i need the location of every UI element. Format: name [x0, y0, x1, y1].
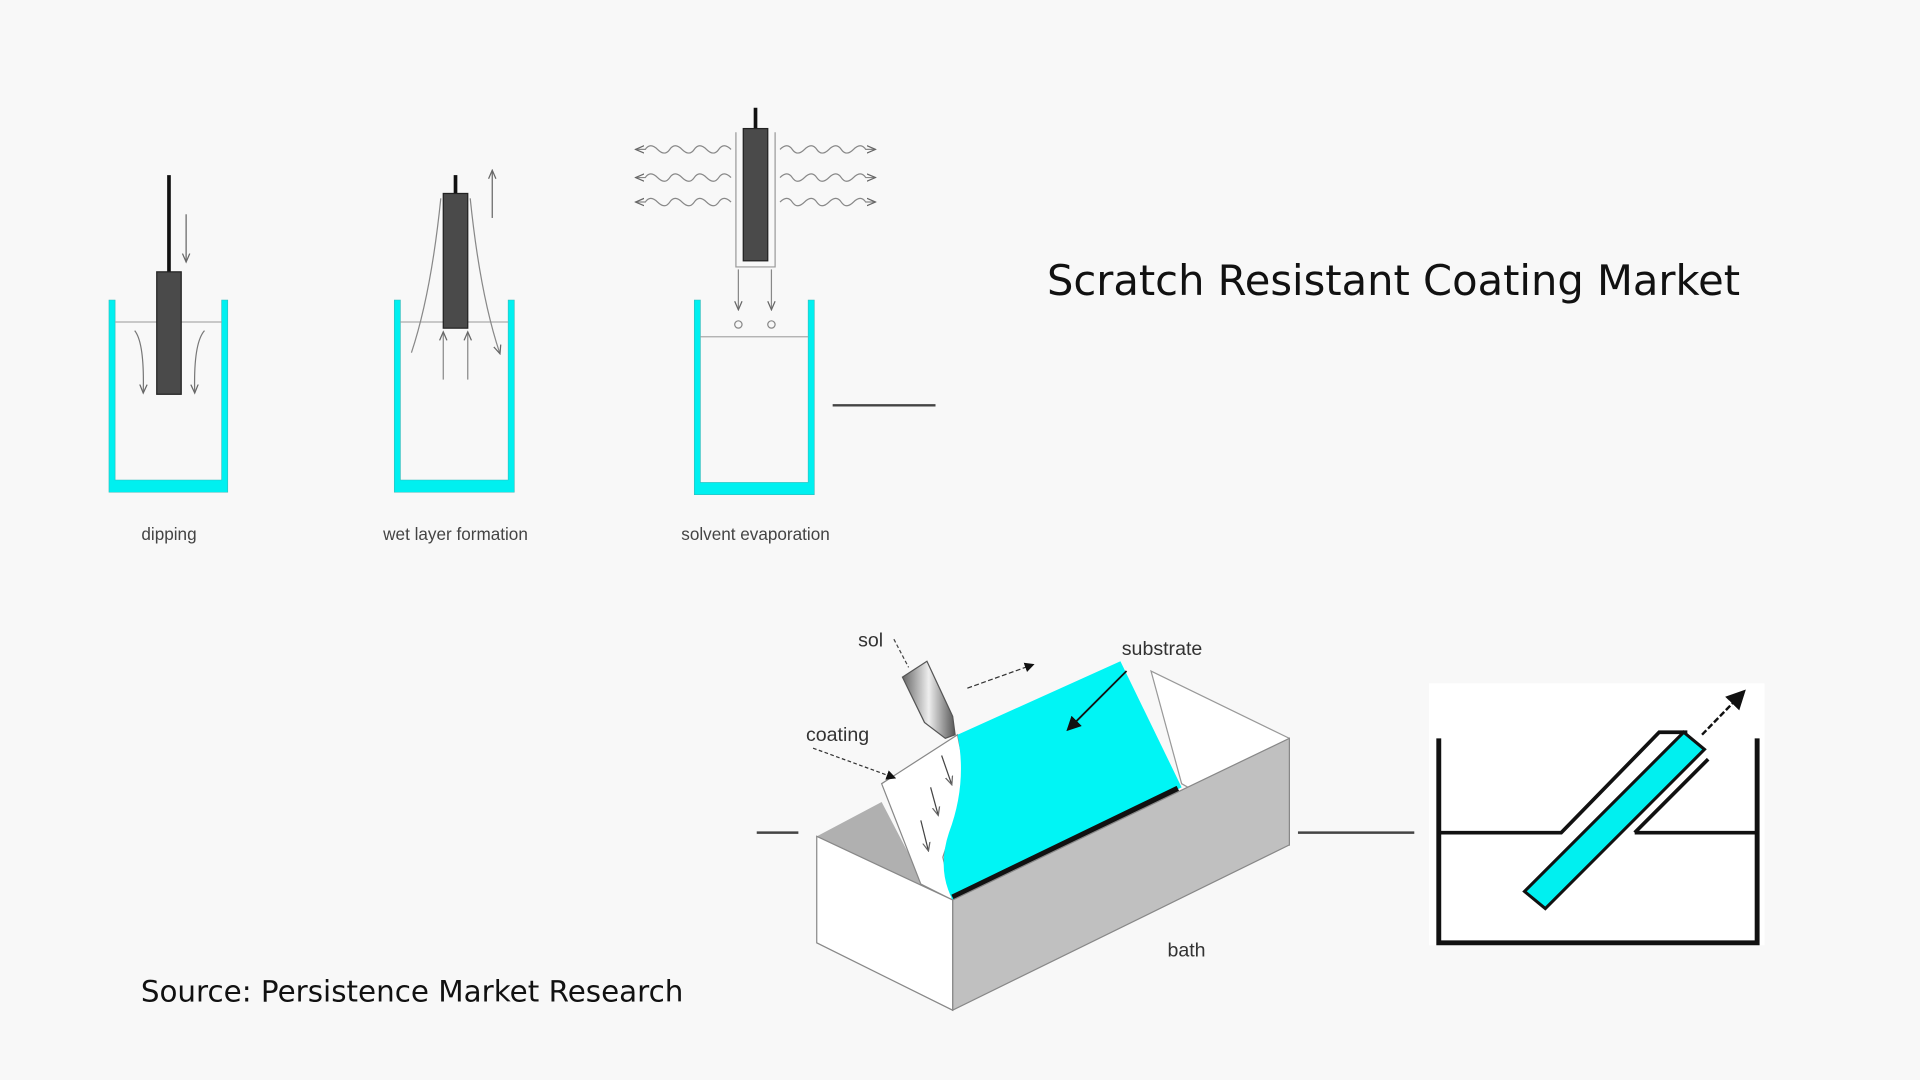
substrate-rod: [442, 192, 469, 329]
step-dipping: dipping: [108, 175, 229, 544]
flow-coating-bath: sol substrate coating bath: [756, 630, 1415, 1012]
beaker: [393, 299, 515, 493]
substrate-rod: [742, 127, 769, 262]
withdrawal-tank: [1428, 683, 1765, 946]
nozzle-icon: [901, 660, 956, 740]
step-label: solvent evaporation: [681, 524, 830, 544]
substrate-slab: [1522, 730, 1707, 911]
step-label: wet layer formation: [382, 524, 528, 544]
label-substrate: substrate: [1122, 638, 1203, 660]
substrate: [943, 661, 1182, 900]
bath-front: [816, 835, 954, 1012]
label-bath: bath: [1167, 939, 1205, 961]
source-note: Source: Persistence Market Research: [141, 975, 684, 1009]
step-wet-layer-formation: wet layer formation: [382, 171, 528, 544]
label-coating: coating: [806, 724, 869, 746]
step-solvent-evaporation: solvent evaporation: [637, 107, 875, 544]
page-title: Scratch Resistant Coating Market: [1047, 256, 1740, 305]
beaker: [693, 299, 815, 495]
evaporation-arrows: [637, 145, 875, 329]
beaker: [108, 299, 229, 493]
step-label: dipping: [141, 524, 196, 544]
label-sol: sol: [858, 630, 883, 652]
substrate-rod: [156, 271, 182, 395]
